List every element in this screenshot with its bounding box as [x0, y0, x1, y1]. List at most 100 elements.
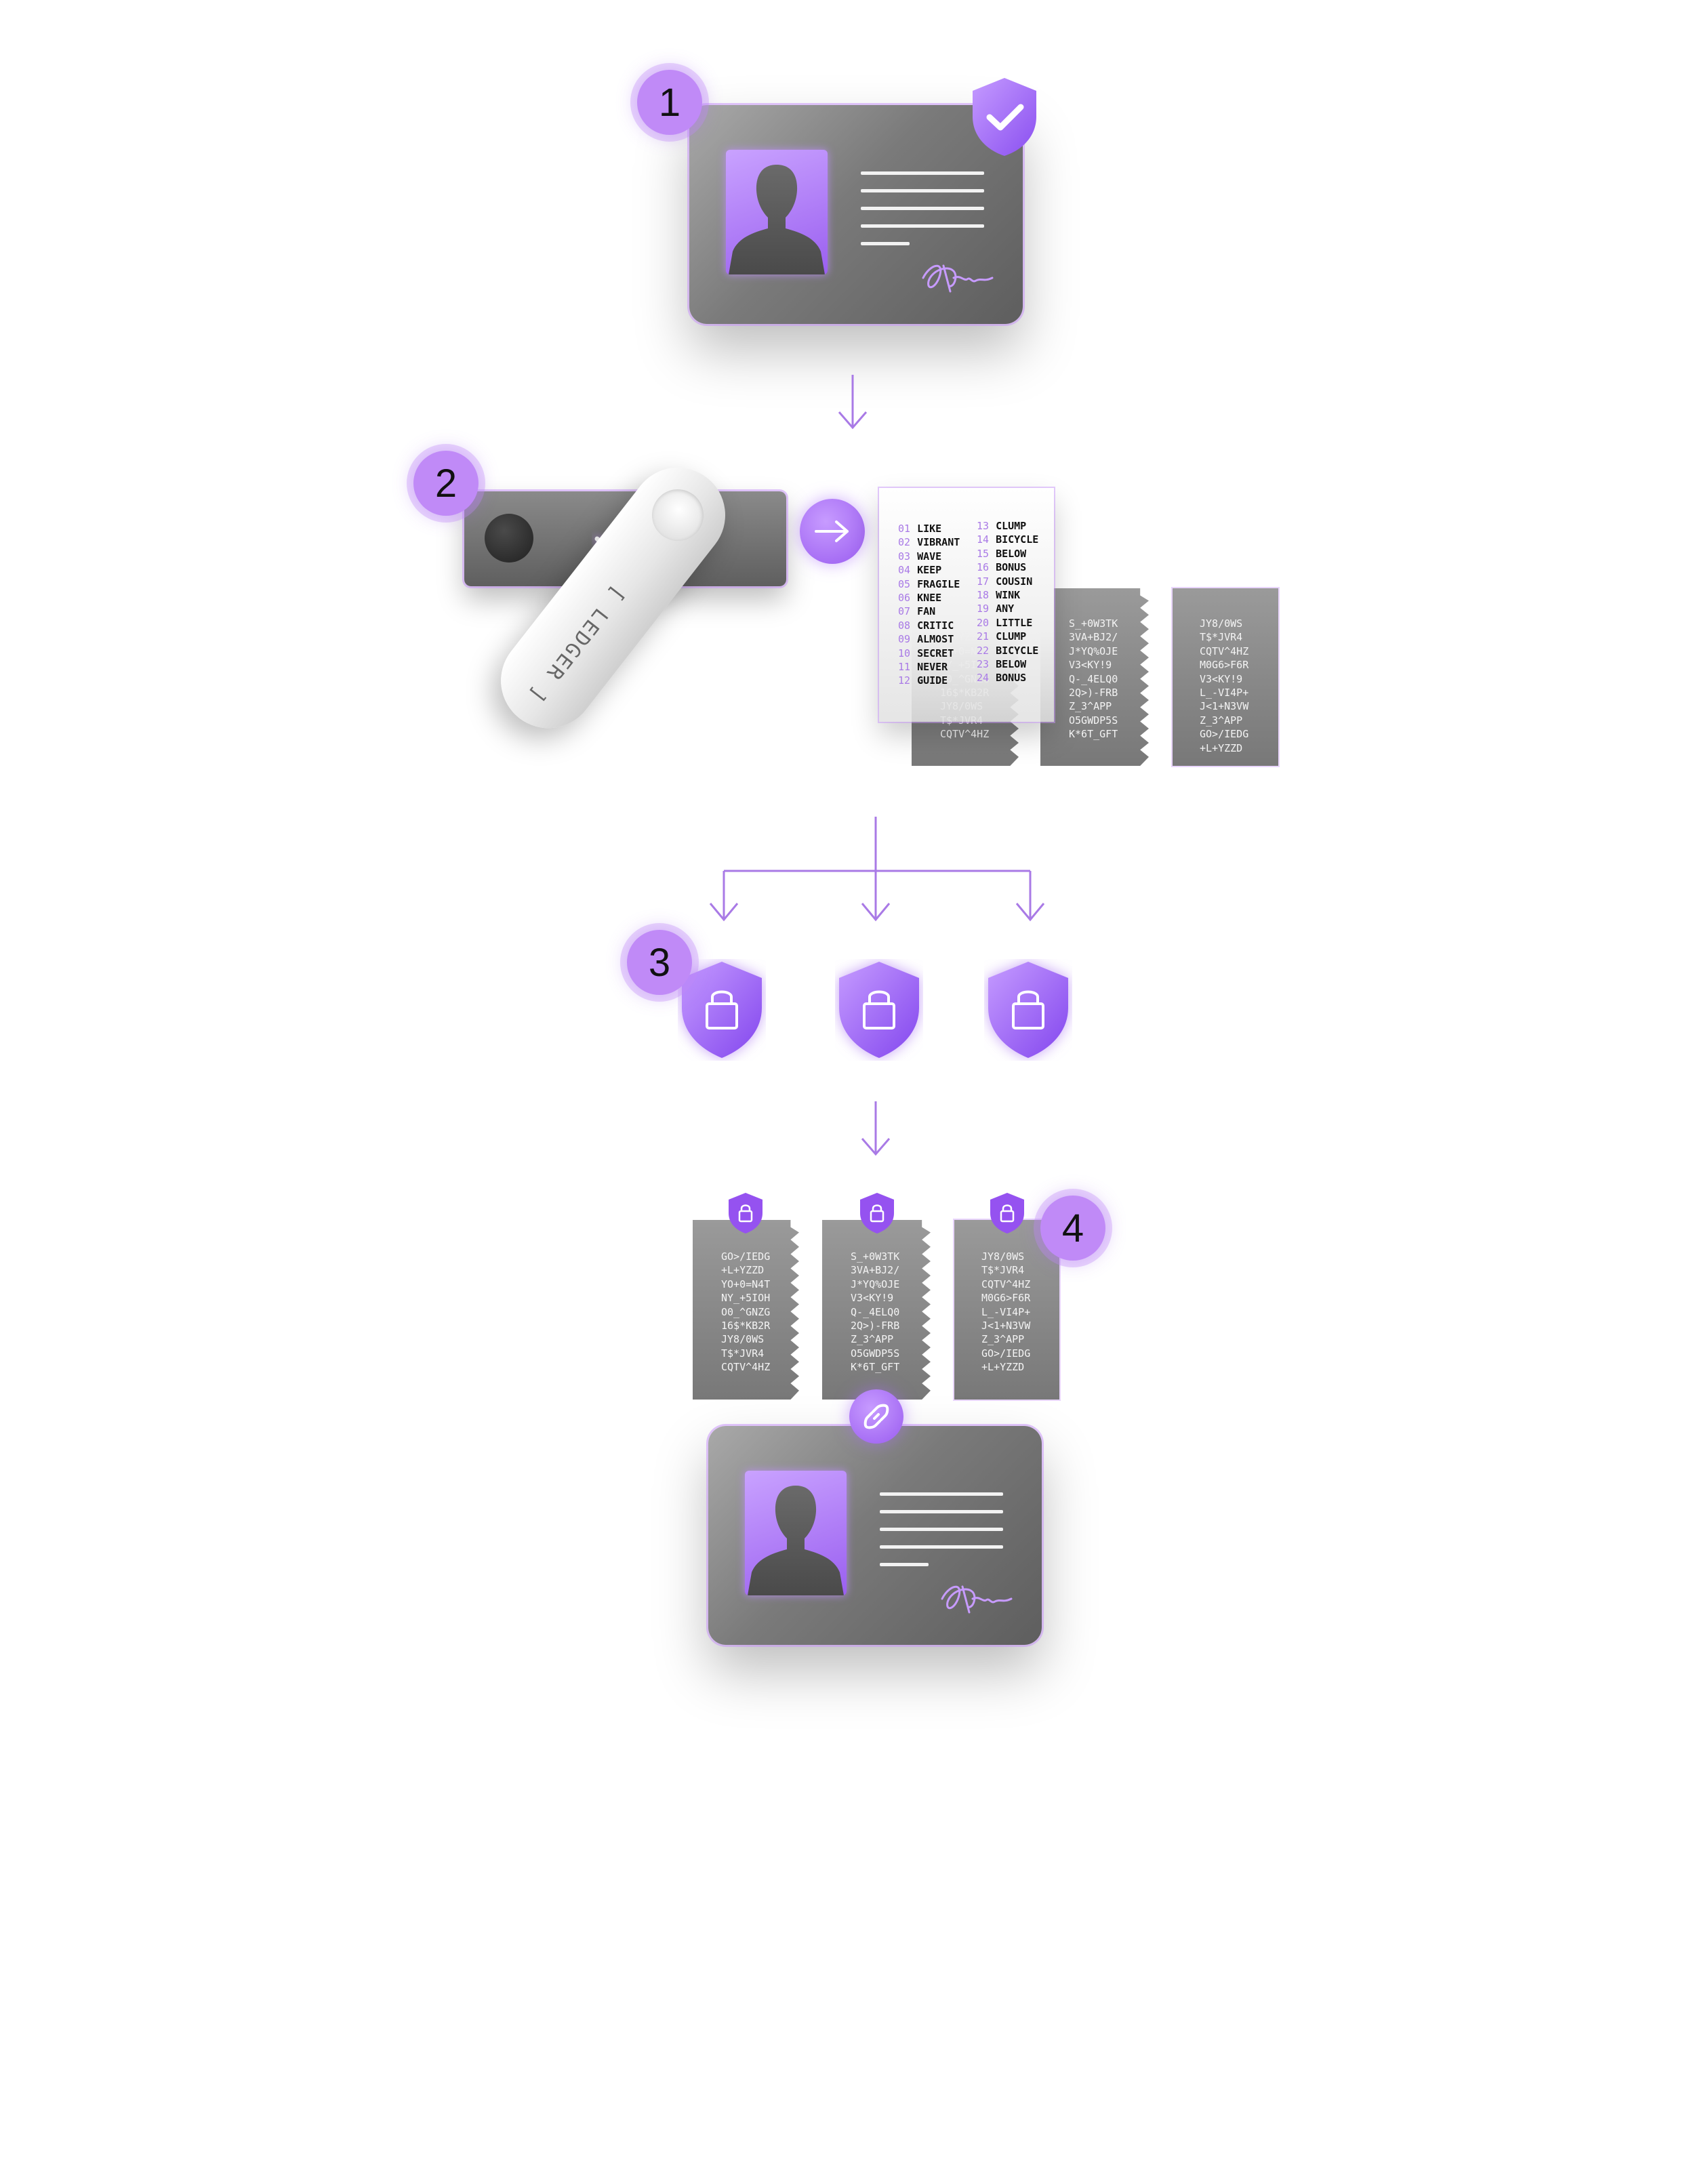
- id-photo: [745, 1471, 847, 1595]
- text-line: [861, 224, 984, 228]
- word-text: CLUMP: [996, 630, 1027, 643]
- shard-line: Q-_4ELQ0: [1069, 672, 1118, 685]
- shard-line: T$*JVR4: [1200, 631, 1243, 644]
- word-index: 24: [977, 672, 990, 685]
- word-index: 01: [898, 523, 911, 535]
- arrow-right-icon: [815, 521, 849, 542]
- word-text: BELOW: [996, 658, 1027, 671]
- device-label: [ LEDGER ]: [523, 581, 630, 708]
- word-text: KNEE: [917, 592, 942, 605]
- shield-lock-icon: [682, 962, 762, 1058]
- word-index: 04: [898, 564, 911, 577]
- shard-line: V3<KY!9: [1200, 672, 1243, 685]
- split-arrows: [709, 817, 1045, 922]
- text-line: [861, 207, 984, 210]
- word-index: 18: [977, 589, 990, 602]
- shard-line: L_-VI4P+: [981, 1305, 1031, 1318]
- word-index: 03: [898, 550, 911, 563]
- word-index: 05: [898, 577, 911, 590]
- shard-line: T$*JVR4: [721, 1347, 765, 1360]
- word-text: BICYCLE: [996, 644, 1039, 657]
- device-button: [485, 514, 533, 563]
- shard-line: M0G6>F6R: [1200, 659, 1249, 672]
- shard-line: K*6T_GFT: [1069, 728, 1118, 741]
- link-badge: [849, 1389, 903, 1444]
- shard-line: 16$*KB2R: [721, 1320, 771, 1332]
- person-silhouette-icon: [729, 165, 825, 274]
- shard-line: Z_3^APP: [1069, 700, 1112, 713]
- text-line: [880, 1563, 929, 1566]
- text-line: [880, 1545, 1003, 1549]
- word-text: LIKE: [917, 523, 942, 535]
- word-index: 20: [977, 616, 990, 629]
- shard-line: GO>/IEDG: [981, 1347, 1031, 1360]
- arrow-down-icon: [861, 1101, 891, 1156]
- shard-line: M0G6>F6R: [981, 1292, 1031, 1305]
- word-text: LITTLE: [996, 616, 1033, 629]
- shard-line: L_-VI4P+: [1200, 687, 1249, 699]
- shard-line: 2Q>)-FRB: [1069, 687, 1118, 699]
- shard-line: O5GWDP5S: [851, 1347, 900, 1360]
- word-text: ANY: [996, 603, 1015, 615]
- shard-line: S_+0W3TK: [1069, 617, 1118, 630]
- step-number: 4: [1061, 1206, 1084, 1250]
- text-line: [861, 242, 910, 245]
- word-index: 12: [898, 674, 911, 687]
- step-number: 3: [648, 940, 671, 985]
- lock-icon: [990, 1193, 1024, 1233]
- shard-line: O0_^GNZG: [721, 1305, 771, 1318]
- word-index: 16: [977, 561, 990, 574]
- text-line: [861, 189, 984, 192]
- word-text: GUIDE: [917, 674, 948, 687]
- text-line: [880, 1510, 1003, 1513]
- word-text: BELOW: [996, 547, 1027, 560]
- shard-line: CQTV^4HZ: [721, 1361, 771, 1374]
- shard-line: Q-_4ELQ0: [851, 1305, 900, 1318]
- recovery-word: 17 COUSIN: [977, 575, 1038, 588]
- shard-line: V3<KY!9: [1069, 659, 1112, 672]
- shard-line: Z_3^APP: [1200, 714, 1243, 727]
- link-icon: [863, 1404, 889, 1429]
- word-text: COUSIN: [996, 575, 1033, 588]
- shard-line: +L+YZZD: [1200, 741, 1243, 754]
- word-index: 17: [977, 575, 990, 588]
- word-text: CRITIC: [917, 619, 954, 632]
- id-card-bottom: [708, 1426, 1042, 1645]
- word-text: SECRET: [917, 647, 954, 659]
- word-index: 13: [977, 520, 990, 532]
- signature-icon: [941, 1585, 1013, 1614]
- recovery-word: 19 ANY: [977, 602, 1038, 615]
- device-hole: [641, 478, 714, 552]
- shield-lock-icon: [988, 962, 1068, 1058]
- shard-line: O5GWDP5S: [1069, 714, 1118, 727]
- shard-line: +L+YZZD: [981, 1361, 1025, 1374]
- word-index: 09: [898, 633, 911, 646]
- signature-icon: [922, 264, 994, 293]
- word-index: 02: [898, 536, 911, 549]
- word-index: 07: [898, 605, 911, 618]
- shard-line: 2Q>)-FRB: [851, 1320, 900, 1332]
- shard-line: S_+0W3TK: [851, 1250, 900, 1263]
- word-index: 19: [977, 603, 990, 615]
- shield-lock-icon: [839, 962, 919, 1058]
- text-line: [880, 1528, 1003, 1531]
- recovery-word: 12 GUIDE: [898, 674, 960, 687]
- shield-check-icon: [973, 78, 1036, 156]
